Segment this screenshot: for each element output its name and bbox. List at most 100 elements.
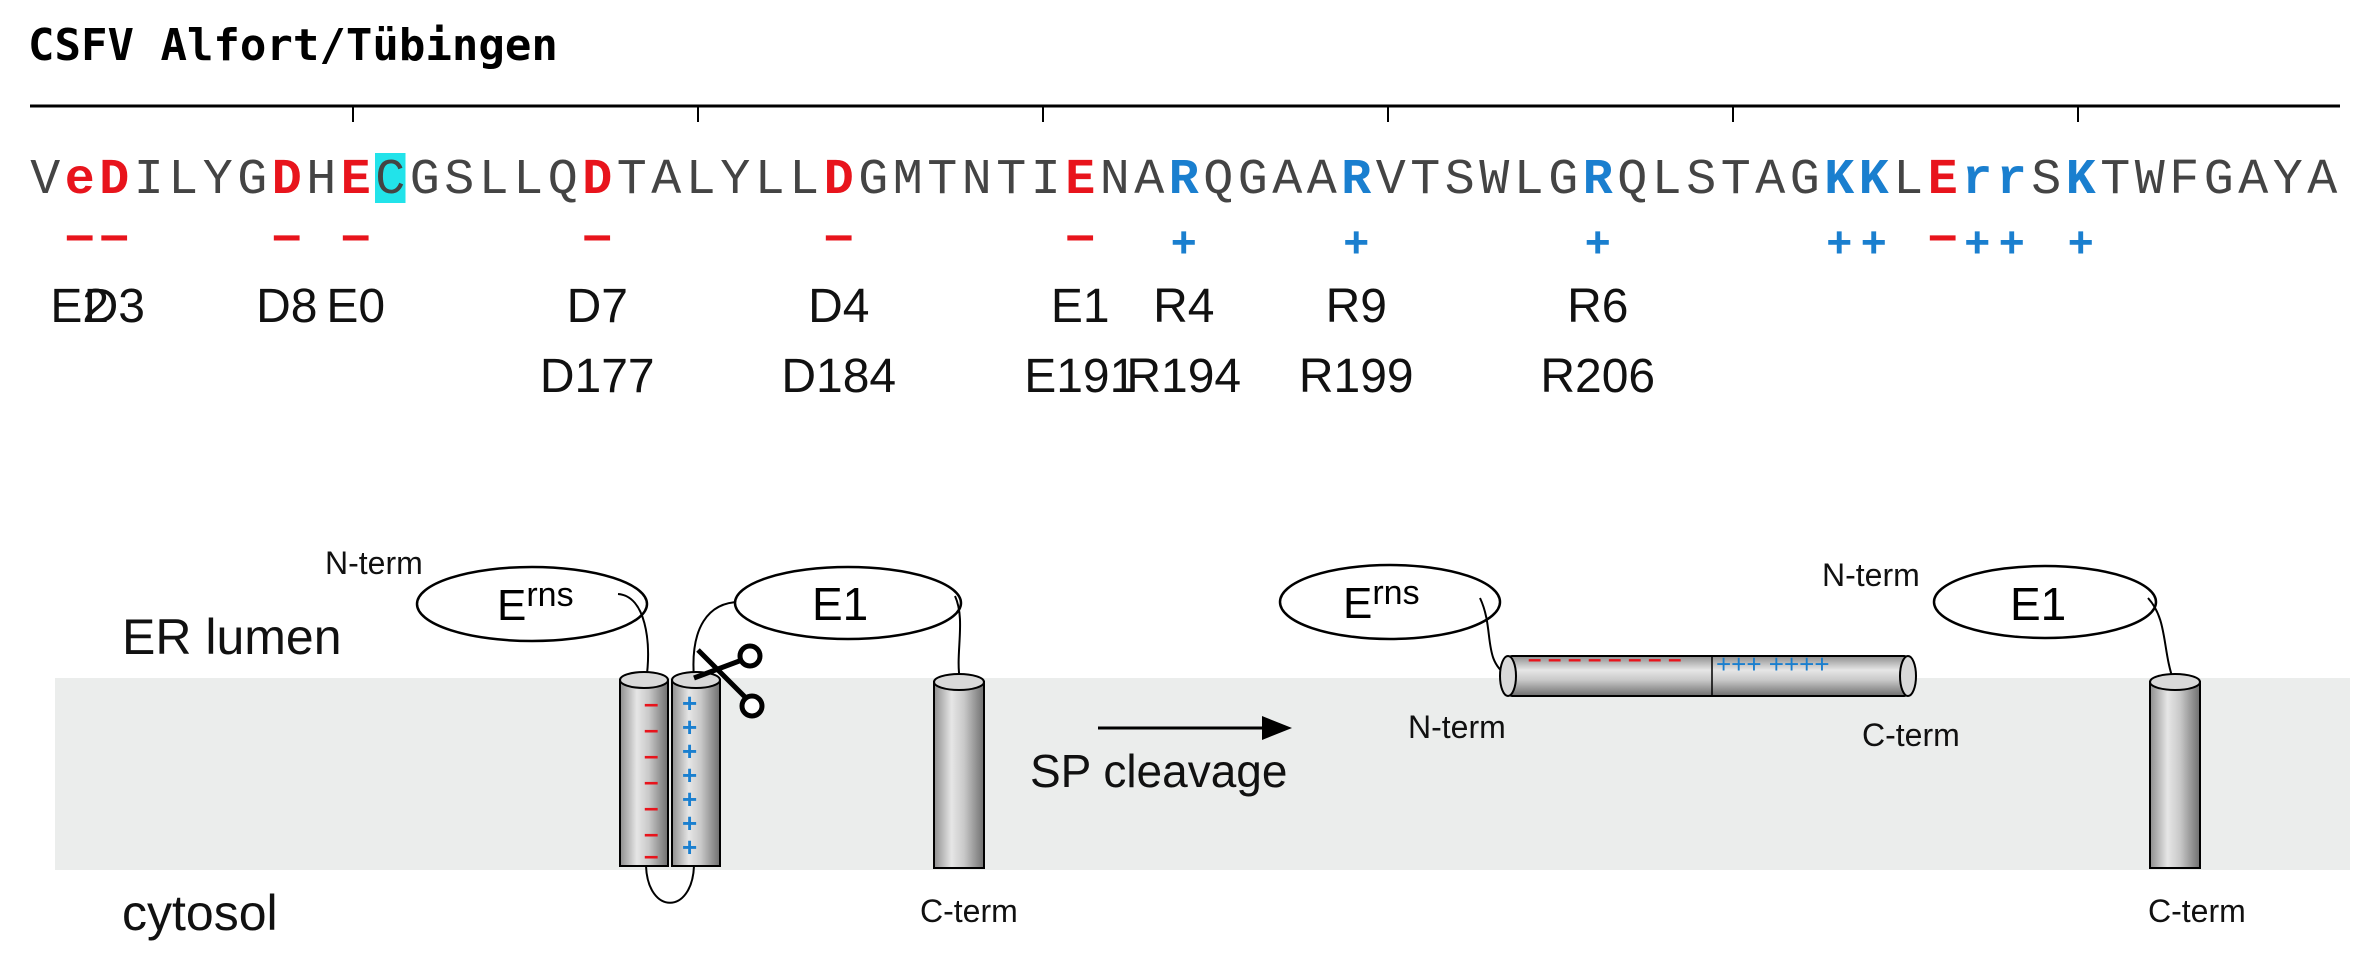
residue: R: [1169, 152, 1199, 209]
mutation-label: D3: [84, 280, 145, 333]
residue: D: [824, 152, 854, 209]
helix-negative-charges: ––– ––––: [644, 688, 658, 870]
e1-anchor-helix-left: [933, 681, 985, 869]
post-cleavage-construct: Erns – – – – – – – – +++ ++++ N-term C-t…: [1278, 557, 2246, 929]
residue: A: [1307, 152, 1337, 209]
negative-charge-mark: –: [100, 206, 129, 264]
negative-charge-mark: –: [1928, 206, 1957, 264]
residue: K: [1824, 152, 1854, 209]
mutation-position-label: E191: [1024, 350, 1136, 403]
c-term-label-helix: C-term: [1862, 717, 1960, 753]
erns-label-right: Erns: [1343, 574, 1420, 628]
residue: L: [789, 152, 819, 209]
residue: R: [1341, 152, 1371, 209]
residue: T: [2100, 152, 2130, 209]
amphipathic-positive-charges: +++ ++++: [1716, 649, 1830, 679]
residue: A: [2307, 152, 2337, 209]
residue: r: [1962, 152, 1992, 209]
svg-text:+: +: [682, 688, 697, 718]
residue: V: [1376, 152, 1406, 209]
svg-text:+: +: [682, 760, 697, 790]
svg-text:+: +: [682, 736, 697, 766]
residue: G: [1790, 152, 1820, 209]
residue: Y: [203, 152, 233, 209]
residue: G: [858, 152, 888, 209]
negative-charge-mark: –: [1066, 206, 1095, 264]
e1-to-helix-link-left: [954, 595, 962, 681]
cytosol-label: cytosol: [122, 885, 278, 941]
residue: L: [755, 152, 785, 209]
cysteine-highlight: [375, 153, 406, 203]
figure-title: CSFV Alfort/Tübingen: [28, 20, 558, 71]
residue: E: [1928, 152, 1958, 209]
residue: S: [1445, 152, 1475, 209]
residue: D: [582, 152, 612, 209]
e1-label-left: E1: [812, 578, 868, 630]
residue: I: [134, 152, 164, 209]
residue: T: [617, 152, 647, 209]
mutation-label: D4: [808, 280, 869, 333]
residue: L: [1893, 152, 1923, 209]
residue: H: [306, 152, 336, 209]
n-term-label-e1: N-term: [1822, 557, 1920, 593]
residue: E: [341, 152, 371, 209]
residue: N: [962, 152, 992, 209]
pre-cleavage-construct: Erns N-term ––– –––– +++ ++++ E1: [325, 545, 1018, 929]
helix-to-e1-link: [692, 601, 741, 679]
residue: E: [1065, 152, 1095, 209]
residue: S: [1686, 152, 1716, 209]
residue: L: [479, 152, 509, 209]
residue: L: [1514, 152, 1544, 209]
residue: Y: [720, 152, 750, 209]
amphipathic-negative-charges: – – – – – – – –: [1528, 646, 1681, 673]
residue: A: [2238, 152, 2268, 209]
negative-charge-mark: –: [824, 206, 853, 264]
residue: K: [1859, 152, 1889, 209]
residue: A: [1134, 152, 1164, 209]
mutation-position-label: R206: [1540, 350, 1655, 403]
residue: T: [996, 152, 1026, 209]
ruler: [30, 104, 2340, 122]
residue: R: [1583, 152, 1613, 209]
negative-charge-mark: –: [341, 206, 370, 264]
helix-hairpin-loop: [645, 865, 695, 904]
positive-charge-mark: +: [1171, 218, 1197, 267]
residue: A: [651, 152, 681, 209]
residue: C: [375, 152, 405, 209]
residue: D: [272, 152, 302, 209]
negative-charge-mark: –: [583, 206, 612, 264]
residue: A: [1755, 152, 1785, 209]
membrane-band: [55, 678, 2350, 870]
positive-charge-mark: +: [2068, 218, 2094, 267]
residue: L: [1652, 152, 1682, 209]
mutation-label: E1: [1051, 280, 1110, 333]
c-term-label-left: C-term: [920, 893, 1018, 929]
n-term-label-left: N-term: [325, 545, 423, 581]
residue: T: [927, 152, 957, 209]
residue: Q: [1203, 152, 1233, 209]
mutation-label: E0: [326, 280, 385, 333]
e1-oval-left: [733, 565, 963, 641]
residue: W: [1479, 152, 1509, 209]
scissors-icon: [693, 643, 765, 719]
mutation-position-label: D177: [540, 350, 655, 403]
residue: G: [1238, 152, 1268, 209]
residue: S: [444, 152, 474, 209]
negative-charge-mark: –: [65, 206, 94, 264]
residue: e: [65, 152, 95, 209]
residue: G: [410, 152, 440, 209]
mutation-label: R9: [1326, 280, 1387, 333]
e1-to-helix-link-right: [2147, 597, 2175, 683]
residue: L: [513, 152, 543, 209]
residue: Y: [2273, 152, 2303, 209]
erns-oval: [415, 565, 649, 643]
helix-positive-charges: +++ ++++: [682, 688, 697, 862]
tm-helix-positive: [671, 679, 721, 867]
svg-text:–: –: [644, 714, 658, 744]
positive-charge-mark: +: [1826, 218, 1852, 267]
mutation-position-label: R199: [1299, 350, 1414, 403]
erns-to-helix-link: [617, 593, 649, 683]
svg-text:+: +: [682, 832, 697, 862]
mutation-label: D8: [256, 280, 317, 333]
